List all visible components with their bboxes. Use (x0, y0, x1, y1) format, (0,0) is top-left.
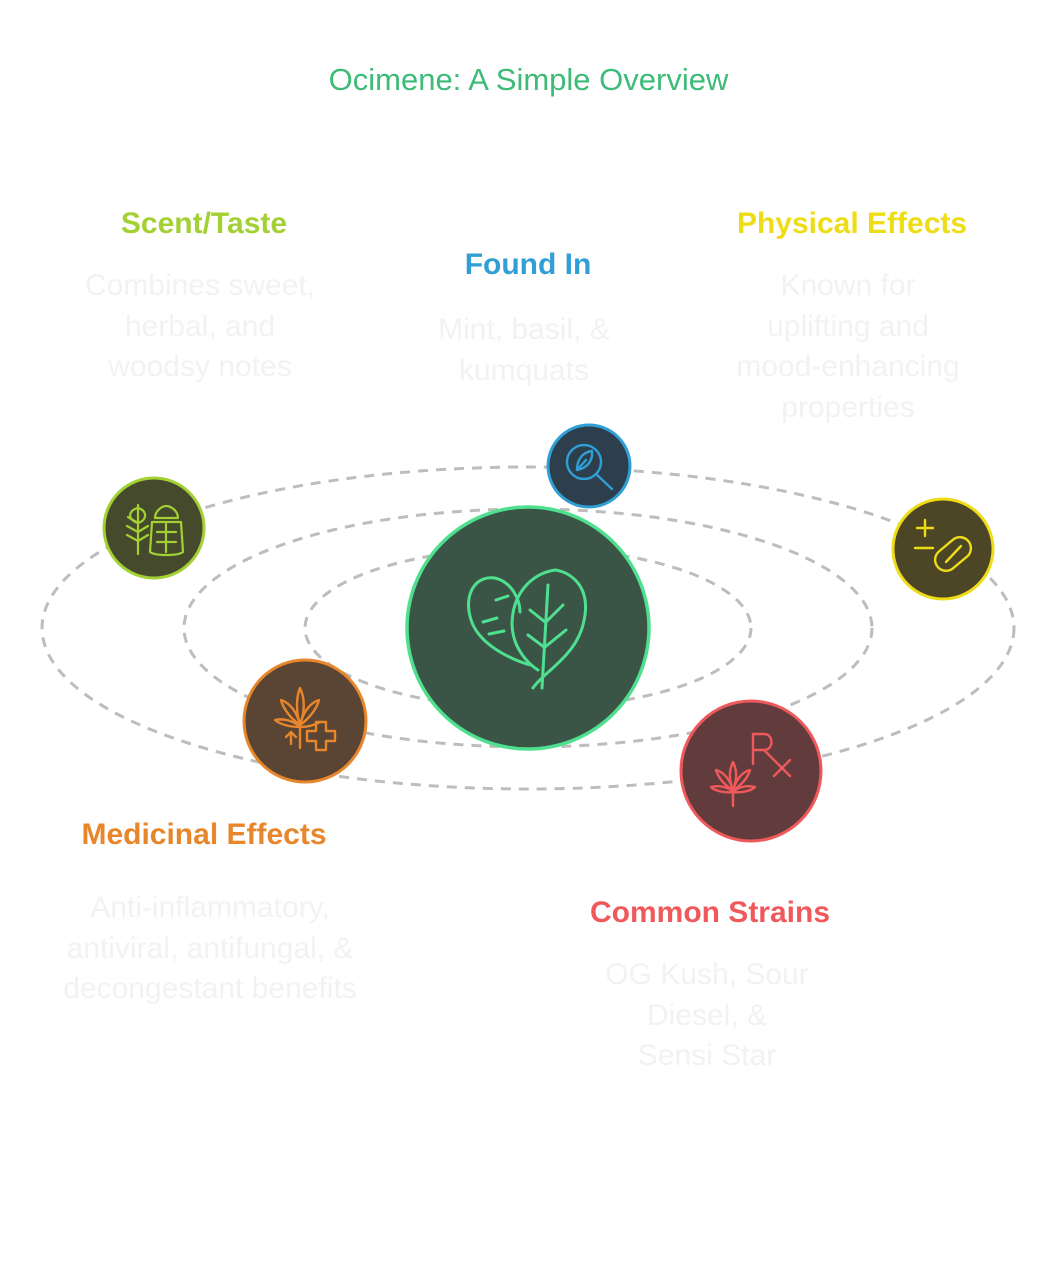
magnify-leaf-icon (565, 443, 614, 491)
leaves-icon (467, 568, 588, 690)
plus-minus-pill-icon (913, 518, 973, 572)
scent-taste-node (102, 476, 206, 580)
rx-cannabis-icon (709, 732, 792, 808)
found-in-desc-line: kumquats (458, 353, 590, 387)
medicinal-effects-node (242, 658, 368, 784)
scent-taste-title: Scent/Taste (120, 207, 288, 240)
inner-orbit (303, 546, 753, 710)
scent-taste-desc-line: woodsy notes (108, 350, 292, 383)
physical-effects-desc-line: uplifting and (767, 309, 929, 343)
herb-and-spice-jar-icon (125, 503, 185, 557)
physical-effects-desc-line: properties (781, 390, 915, 424)
common-strains-description: OG Kush, Sour Diesel, & Sensi Star (557, 955, 857, 1077)
common-strains-desc-line: Sensi Star (637, 1039, 777, 1072)
center-node (405, 505, 651, 751)
physical-effects-title: Physical Effects (736, 207, 968, 240)
physical-effects-desc-line: mood-enhancing (736, 350, 960, 383)
found-in-desc-line: Mint, basil, & (438, 313, 610, 346)
medicinal-effects-desc-line: decongestant benefits (63, 972, 357, 1005)
medicinal-effects-desc-line: Anti-inflammatory, (90, 891, 330, 924)
found-in-title: Found In (464, 248, 592, 281)
medicinal-effects-description: Anti-inflammatory, antiviral, antifungal… (20, 888, 400, 1010)
medicinal-effects-title: Medicinal Effects (81, 818, 327, 851)
scent-taste-description: Combines sweet, herbal, and woodsy notes (40, 266, 360, 388)
scent-taste-desc-line: herbal, and (124, 309, 276, 343)
common-strains-desc-line: OG Kush, Sour (605, 958, 809, 991)
found-in-description: Mint, basil, & kumquats (374, 310, 674, 391)
common-strains-title: Common Strains (589, 896, 831, 929)
physical-effects-description: Known for uplifting and mood-enhancing p… (698, 266, 998, 428)
common-strains-desc-line: Diesel, & (646, 998, 768, 1032)
medicinal-effects-desc-line: antiviral, antifungal, & (66, 931, 354, 965)
cannabis-leaf-plus-icon (273, 686, 337, 752)
physical-effects-desc-line: Known for (780, 269, 916, 302)
common-strains-node (679, 699, 823, 843)
diagram-title: Ocimene: A Simple Overview (328, 62, 729, 97)
scent-taste-desc-line: Combines sweet, (84, 269, 316, 302)
physical-effects-node (891, 497, 995, 601)
found-in-node (546, 423, 632, 509)
outer-orbit (40, 465, 1016, 791)
